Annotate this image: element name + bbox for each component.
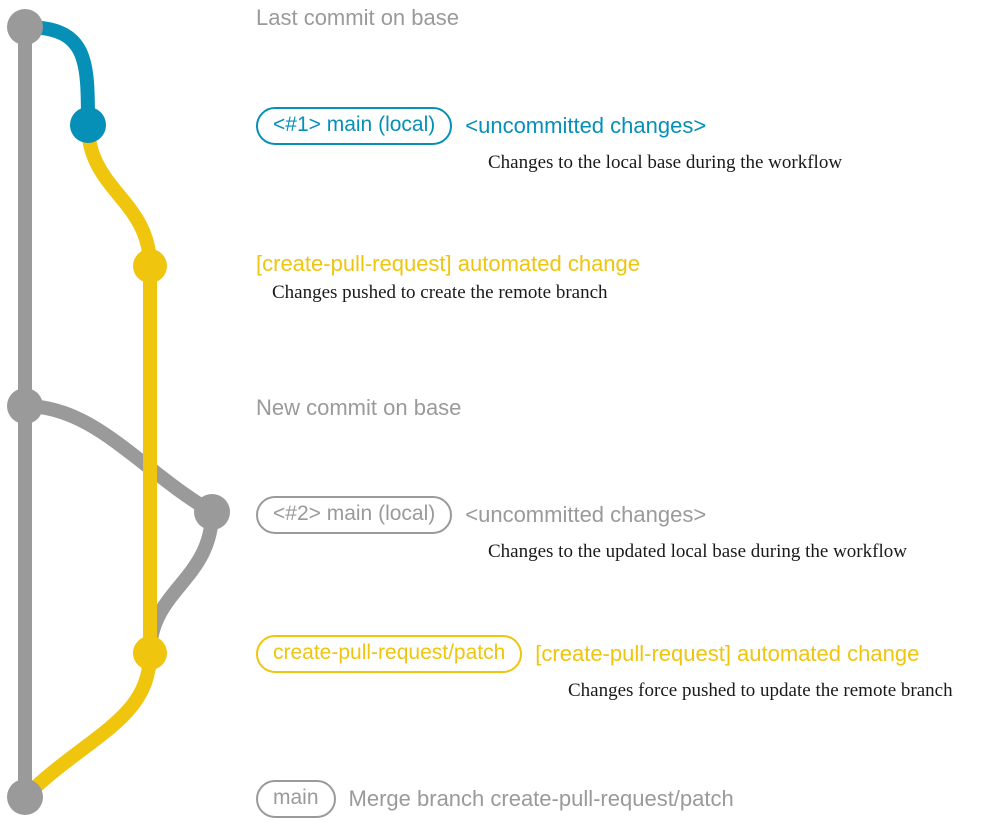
- commit-description: Changes to the local base during the wor…: [488, 152, 843, 174]
- commit-node-local-1: [70, 107, 106, 143]
- ref-badge-main-local-1[interactable]: <#1> main (local): [256, 107, 453, 146]
- commit-subject: <uncommitted changes>: [465, 502, 707, 528]
- ref-badge-create-pull-request-patch[interactable]: create-pull-request/patch: [256, 635, 523, 674]
- graph-row-merge-commit: main Merge branch create-pull-request/pa…: [256, 780, 734, 819]
- commit-description: Changes to the updated local base during…: [488, 541, 907, 563]
- graph-row-automated-change-1: [create-pull-request] automated change C…: [256, 252, 640, 304]
- edge-local2-to-patch2: [143, 505, 219, 660]
- commit-node-base-new: [7, 388, 43, 424]
- commit-subject: [create-pull-request] automated change: [535, 641, 920, 667]
- edge-base-to-local1: [18, 20, 95, 132]
- commit-subject: Merge branch create-pull-request/patch: [348, 786, 734, 812]
- commit-subject: [create-pull-request] automated change: [256, 251, 641, 276]
- commit-description: Changes pushed to create the remote bran…: [272, 282, 608, 304]
- graph-row-automated-change-2: create-pull-request/patch [create-pull-r…: [256, 635, 953, 702]
- commit-subject: <uncommitted changes>: [465, 113, 707, 139]
- edge-local1-to-patch1: [81, 118, 157, 273]
- ref-badge-main[interactable]: main: [256, 780, 336, 819]
- edge-patch2-to-merge: [18, 646, 157, 804]
- ref-badge-main-local-2[interactable]: <#2> main (local): [256, 496, 453, 535]
- graph-row-last-commit-on-base: Last commit on base: [256, 6, 459, 29]
- branch-graph: [7, 9, 230, 815]
- commit-node-local-2: [194, 494, 230, 530]
- graph-row-new-commit-on-base: New commit on base: [256, 396, 461, 419]
- commit-subject: Last commit on base: [256, 5, 459, 30]
- commit-description: Changes force pushed to update the remot…: [568, 680, 953, 702]
- edge-base-to-local2: [18, 399, 219, 519]
- commit-subject: New commit on base: [256, 395, 462, 420]
- graph-row-local-commit-2: <#2> main (local) <uncommitted changes> …: [256, 496, 907, 563]
- graph-row-local-commit-1: <#1> main (local) <uncommitted changes> …: [256, 107, 842, 174]
- commit-node-base-last: [7, 9, 43, 45]
- commit-node-base-merge: [7, 779, 43, 815]
- commit-node-patch-2: [133, 636, 167, 670]
- commit-node-patch-1: [133, 249, 167, 283]
